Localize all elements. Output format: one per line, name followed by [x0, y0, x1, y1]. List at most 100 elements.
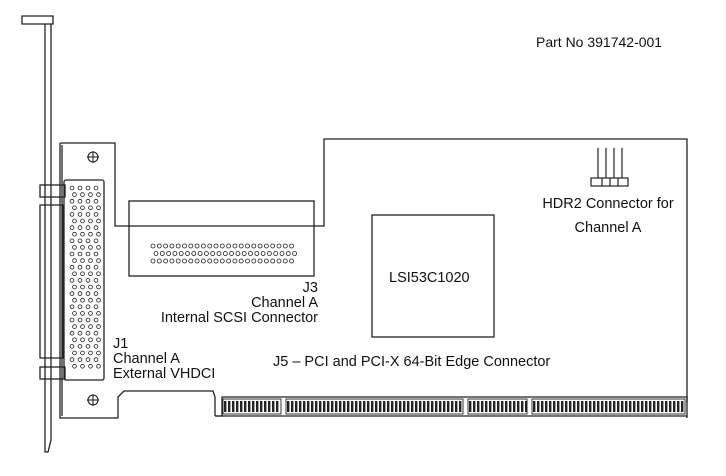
pin	[182, 258, 187, 264]
finger	[431, 401, 434, 412]
j1-label-line1: J1	[113, 336, 128, 352]
finger	[497, 401, 500, 412]
pin	[96, 218, 101, 224]
pin	[96, 284, 101, 290]
pin	[77, 344, 83, 349]
finger	[521, 401, 524, 412]
lsi-controller-chip	[371, 214, 495, 338]
pin	[185, 251, 190, 256]
pin	[289, 258, 295, 264]
pin	[88, 297, 93, 303]
hdr2-header-icon	[590, 148, 629, 187]
pin	[96, 192, 101, 197]
pin	[85, 238, 91, 244]
pin	[72, 231, 77, 237]
pin	[257, 258, 263, 264]
pin	[72, 218, 77, 224]
finger	[427, 401, 430, 412]
finger	[489, 401, 492, 412]
pin	[93, 278, 99, 283]
finger	[493, 401, 496, 412]
finger	[375, 401, 378, 412]
pin	[80, 231, 85, 237]
pin	[85, 317, 91, 323]
finger	[256, 401, 259, 412]
finger	[649, 401, 652, 412]
card-outline	[128, 138, 688, 403]
pin	[194, 243, 200, 249]
finger	[339, 401, 342, 412]
finger	[533, 401, 536, 412]
pin	[80, 205, 85, 211]
pin	[93, 225, 99, 230]
pin	[96, 271, 101, 277]
j3-label-line1: J3	[303, 280, 318, 296]
pin	[88, 205, 93, 211]
finger	[577, 401, 580, 412]
finger	[311, 401, 314, 412]
finger	[236, 401, 239, 412]
finger	[459, 401, 462, 412]
finger	[303, 401, 306, 412]
pin	[175, 243, 181, 249]
pin	[241, 251, 247, 256]
pin	[69, 357, 75, 362]
pin	[207, 258, 213, 264]
finger-segment	[222, 398, 282, 415]
pin	[182, 243, 187, 249]
finger	[395, 401, 398, 412]
pin	[213, 243, 219, 249]
pin	[85, 251, 91, 257]
pin	[72, 350, 77, 356]
pin	[279, 251, 285, 256]
j3-label-line3: Internal SCSI Connector	[161, 310, 318, 326]
pin	[88, 192, 93, 197]
finger	[260, 401, 263, 412]
finger	[617, 401, 620, 412]
pin	[88, 337, 93, 343]
finger	[299, 401, 302, 412]
pin	[273, 251, 279, 256]
pin	[200, 243, 206, 249]
finger	[403, 401, 406, 412]
finger	[240, 401, 243, 412]
finger	[553, 401, 556, 412]
finger	[451, 401, 454, 412]
finger	[295, 401, 298, 412]
pin	[188, 258, 194, 264]
bracket-plate	[59, 142, 216, 419]
pin	[77, 357, 83, 362]
finger	[653, 401, 656, 412]
pin	[263, 243, 269, 249]
j5-label: J5 – PCI and PCI-X 64-Bit Edge Connector	[273, 354, 550, 370]
pin	[226, 258, 232, 264]
pin	[85, 357, 91, 362]
finger	[359, 401, 362, 412]
pin	[96, 324, 101, 329]
finger	[645, 401, 648, 412]
pin	[80, 245, 85, 250]
finger	[585, 401, 588, 412]
pin	[200, 258, 206, 264]
finger	[323, 401, 326, 412]
finger	[391, 401, 394, 412]
pin	[254, 251, 260, 256]
finger-segment	[285, 398, 464, 415]
finger	[481, 401, 484, 412]
pin	[80, 311, 85, 316]
pin	[93, 344, 99, 349]
pin	[85, 344, 91, 349]
pin	[257, 243, 263, 249]
finger	[415, 401, 418, 412]
pin	[96, 205, 101, 211]
pin	[251, 243, 257, 249]
pin	[266, 251, 272, 256]
pin	[85, 225, 91, 230]
pin	[85, 304, 91, 310]
pin	[69, 251, 75, 257]
pin	[232, 258, 238, 264]
pin	[69, 330, 75, 336]
pin	[77, 198, 83, 204]
pin	[80, 258, 85, 263]
